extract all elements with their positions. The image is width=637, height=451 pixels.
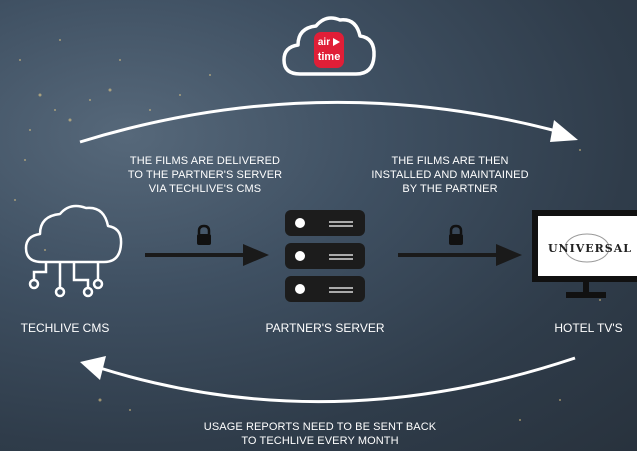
usage-report-description: USAGE REPORTS NEED TO BE SENT BACK TO TE… <box>160 420 480 448</box>
delivery-line-1: THE FILMS ARE DELIVERED <box>129 155 281 167</box>
delivery-line-2: TO THE PARTNER'S SERVER <box>127 169 283 181</box>
install-line-1: THE FILMS ARE THEN <box>391 155 509 167</box>
cloud-network-icon <box>24 204 123 298</box>
install-description: THE FILMS ARE THEN INSTALLED AND MAINTAI… <box>360 154 540 196</box>
top-curved-arrow <box>79 100 578 144</box>
lock-icon <box>197 224 211 245</box>
node-label-cms: TECHLIVE CMS <box>20 321 110 335</box>
globe-icon <box>564 233 610 263</box>
tv-logo-text: UNIVERSAL <box>548 242 632 255</box>
install-line-2: INSTALLED AND MAINTAINED <box>371 169 529 181</box>
lock-icon <box>449 224 463 245</box>
usage-line-2: TO TECHLIVE EVERY MONTH <box>241 435 399 447</box>
install-line-3: BY THE PARTNER <box>402 183 498 195</box>
node-label-tv: HOTEL TV'S <box>554 321 623 335</box>
delivery-description: THE FILMS ARE DELIVERED TO THE PARTNER'S… <box>110 154 300 196</box>
delivery-line-3: VIA TECHLIVE'S CMS <box>148 183 262 195</box>
arrow-cms-to-server <box>145 244 269 266</box>
tv-icon: UNIVERSAL <box>532 210 637 298</box>
airtime-logo-time: time <box>318 51 341 63</box>
usage-line-1: USAGE REPORTS NEED TO BE SENT BACK <box>203 421 437 433</box>
node-label-server: PARTNER'S SERVER <box>265 321 385 335</box>
bottom-curved-arrow <box>80 356 576 404</box>
airtime-logo-air: air <box>318 37 330 48</box>
arrow-server-to-tv <box>398 244 522 266</box>
airtime-cloud-icon: air time <box>282 16 376 76</box>
server-icon <box>285 210 365 302</box>
